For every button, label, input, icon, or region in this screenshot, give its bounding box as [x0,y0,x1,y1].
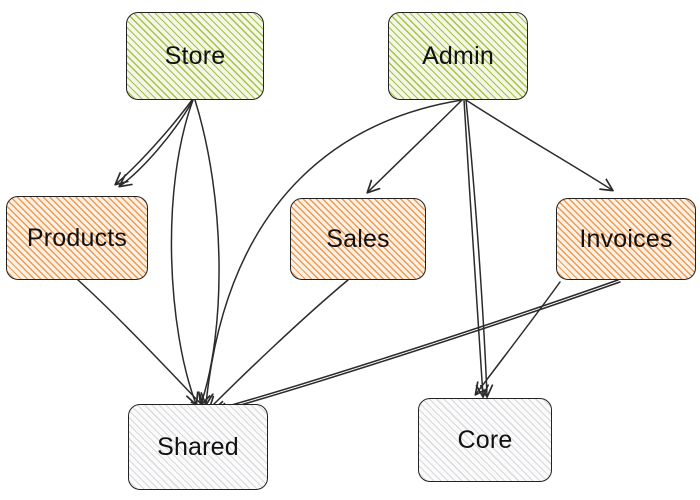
node-store[interactable]: Store [126,12,264,100]
node-core[interactable]: Core [418,398,552,482]
node-sales-label: Sales [326,224,390,253]
edge-store-shared-b [194,99,220,404]
node-invoices-label: Invoices [579,224,673,253]
node-sales[interactable]: Sales [290,198,426,280]
node-store-label: Store [164,41,226,70]
node-products-label: Products [26,223,128,252]
edge-invoices-core [476,281,561,394]
node-core-label: Core [457,425,513,454]
node-products[interactable]: Products [6,196,148,280]
edge-store-shared-a [170,99,196,404]
node-invoices[interactable]: Invoices [556,198,696,280]
edge-admin-core [463,99,483,396]
node-shared-label: Shared [157,432,239,461]
edge-invoices-shared2 [216,281,621,412]
edge-invoices-shared [214,279,619,410]
edge-store-products-2 [120,99,194,186]
edge-admin-shared [206,99,463,404]
node-admin[interactable]: Admin [388,12,528,100]
node-admin-label: Admin [422,41,494,70]
edge-admin-invoices [465,99,612,190]
edge-admin-core-2 [465,99,487,396]
edge-products-shared [77,279,203,406]
edge-sales-shared [210,279,349,408]
node-shared[interactable]: Shared [128,404,268,490]
edge-admin-sales [368,99,463,192]
